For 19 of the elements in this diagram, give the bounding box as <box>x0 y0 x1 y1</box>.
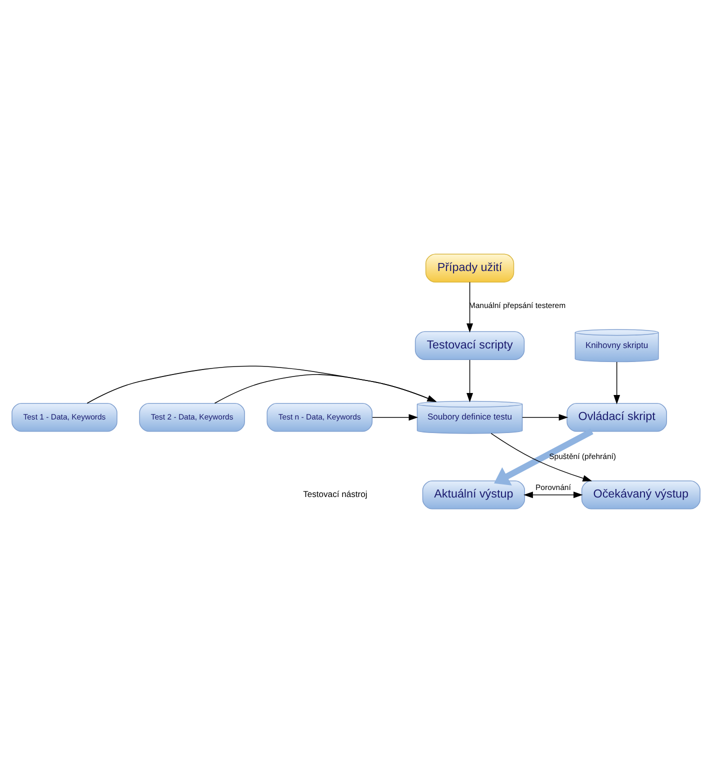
label: Testovací nástroj <box>303 489 368 500</box>
node-box: Test 1 - Data, Keywords <box>12 403 118 432</box>
node-box: Test n - Data, Keywords <box>266 403 373 432</box>
arrow <box>466 282 474 333</box>
node-box: Aktuální výstup <box>422 480 525 510</box>
node-box: Ovládací skript <box>566 403 667 432</box>
node-box: Testovací scripty <box>414 331 525 360</box>
edge-label: Porovnání <box>536 483 571 492</box>
arrow <box>524 492 583 498</box>
arrow <box>86 366 437 404</box>
edge-label: Spuštění (přehrání) <box>549 452 616 462</box>
node-box: Případy užití <box>425 254 514 282</box>
arrow <box>466 360 474 402</box>
arrow <box>614 362 620 404</box>
arrow <box>522 414 568 421</box>
node-box: Test 2 - Data, Keywords <box>139 403 245 432</box>
node-box: Očekávaný výstup <box>581 480 700 510</box>
arrow <box>214 374 437 404</box>
arrow <box>372 414 418 421</box>
